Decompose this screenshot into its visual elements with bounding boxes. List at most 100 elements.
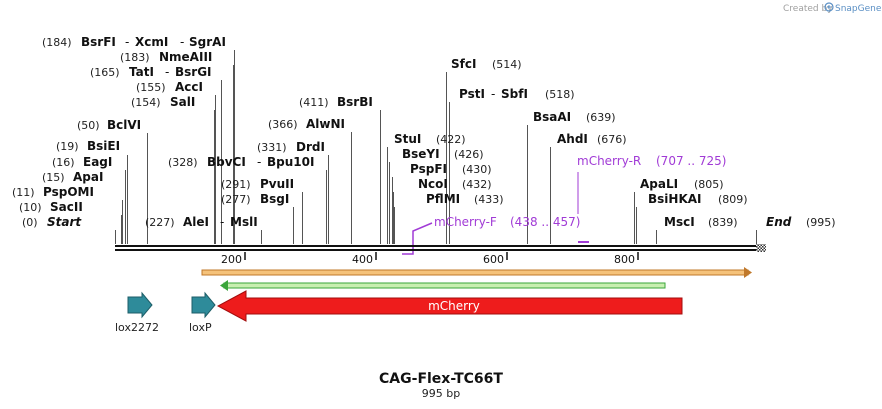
site-bseyi[interactable]: BseYI [402,147,440,161]
site-sgrai[interactable]: SgrAI [189,35,226,49]
sequence-end-cap [756,244,766,252]
site-stui[interactable]: StuI [394,132,421,146]
site-bsrbi[interactable]: BsrBI [337,95,373,109]
site-position: (422) [436,133,466,146]
primer-range: (707 .. 725) [656,154,726,168]
site-position: (366) [268,118,298,131]
site-position: (183) [120,51,150,64]
site-msli[interactable]: MslI [230,215,258,229]
site-position: (426) [454,148,484,161]
site-separator: - [180,35,184,49]
site-pspomi[interactable]: PspOMI [43,185,94,199]
site-bbvci[interactable]: BbvCI [207,155,246,169]
site-position: (227) [145,216,175,229]
primers: mCherry-F (438 .. 457) mCherry-R (707 ..… [402,154,726,255]
site-tati[interactable]: TatI [129,65,154,79]
orf-reverse-green[interactable] [220,280,666,291]
site-ahdi[interactable]: AhdI [557,132,588,146]
site-separator: - [125,35,129,49]
site-position: (805) [694,178,724,191]
site-position: (676) [597,133,627,146]
site-separator: - [165,65,169,79]
site-acci[interactable]: AccI [175,80,203,94]
site-bsaai[interactable]: BsaAI [533,110,571,124]
site-nmeaiii[interactable]: NmeAIII [159,50,212,64]
map-title: CAG-Flex-TC66T [379,371,503,387]
site-position: (291) [221,178,251,191]
site-position: (328) [168,156,198,169]
site-psti[interactable]: PstI [459,87,485,101]
site-bsihkai[interactable]: BsiHKAI [648,192,702,206]
feature-mcherry[interactable]: mCherry [216,290,683,322]
site-position: (518) [545,88,575,101]
site-position: (430) [462,163,492,176]
orfs [201,267,752,291]
site-position: (11) [12,186,35,199]
primer-mcherry-r[interactable]: mCherry-R [577,154,641,168]
site-position: (277) [221,193,251,206]
site-bsiei[interactable]: BsiEI [87,139,120,153]
ruler-label: 200 [221,253,242,266]
orf-forward-orange[interactable] [201,267,752,278]
site-position: (514) [492,58,522,71]
site-sacii[interactable]: SacII [50,200,83,214]
ruler-label: 800 [614,253,635,266]
sequence-backbone [115,244,766,252]
forward-arrow-icon [191,291,216,319]
primer-mcherry-f-leader [402,222,433,255]
feature-lox2272[interactable]: lox2272 [115,291,159,334]
snapgene-logo-icon [824,2,834,12]
site-position: (10) [19,201,42,214]
site-bsrfi[interactable]: BsrFI [81,35,116,49]
site-bsgi[interactable]: BsgI [260,192,289,206]
site-pspfi[interactable]: PspFI [410,162,447,176]
site-position: (154) [131,96,161,109]
site-apai[interactable]: ApaI [73,170,103,184]
site-bsrgi[interactable]: BsrGI [175,65,212,79]
site-ncoi[interactable]: NcoI [418,177,448,191]
site-drdi[interactable]: DrdI [296,140,325,154]
site-sali[interactable]: SalI [170,95,195,109]
credit-brand: SnapGene [835,4,882,14]
site-position: (165) [90,66,120,79]
site-position: (639) [586,111,616,124]
reverse-arrow-icon [216,290,683,322]
site-position: (432) [462,178,492,191]
ruler-label: 400 [352,253,373,266]
site-apali[interactable]: ApaLI [640,177,678,191]
site-position: (331) [257,141,287,154]
site-bpu10i[interactable]: Bpu10I [267,155,314,169]
map-subtitle: 995 bp [422,387,460,400]
site-eagi[interactable]: EagI [83,155,112,169]
feature-label: loxP [189,321,212,334]
feature-loxp[interactable]: loxP [189,291,216,334]
features: lox2272 loxP mCherry [115,290,683,334]
site-position: (995) [806,216,836,229]
ruler-label: 600 [483,253,504,266]
site-start[interactable]: Start [47,215,82,229]
site-sfci[interactable]: SfcI [451,57,476,71]
site-position: (411) [299,96,329,109]
feature-label: mCherry [428,299,480,313]
site-msci[interactable]: MscI [664,215,695,229]
ruler: 200 400 600 800 [221,252,639,266]
feature-label: lox2272 [115,321,159,334]
site-position: (184) [42,36,72,49]
forward-arrow-icon [127,291,153,319]
site-end[interactable]: End [766,215,792,229]
site-pflmi[interactable]: PflMI [426,192,460,206]
primer-range: (438 .. 457) [510,215,580,229]
site-position: (15) [42,171,65,184]
site-bclvi[interactable]: BclVI [107,118,141,132]
site-pvuii[interactable]: PvuII [260,177,294,191]
site-xcmi[interactable]: XcmI [135,35,168,49]
site-position: (50) [77,119,100,132]
credit-prefix: Created by [783,4,833,14]
primer-mcherry-f[interactable]: mCherry-F [434,215,497,229]
site-separator: - [491,87,495,101]
site-alei[interactable]: AleI [183,215,209,229]
site-leader-lines [115,50,757,244]
site-alwni[interactable]: AlwNI [306,117,345,131]
site-sbfi[interactable]: SbfI [501,87,528,101]
